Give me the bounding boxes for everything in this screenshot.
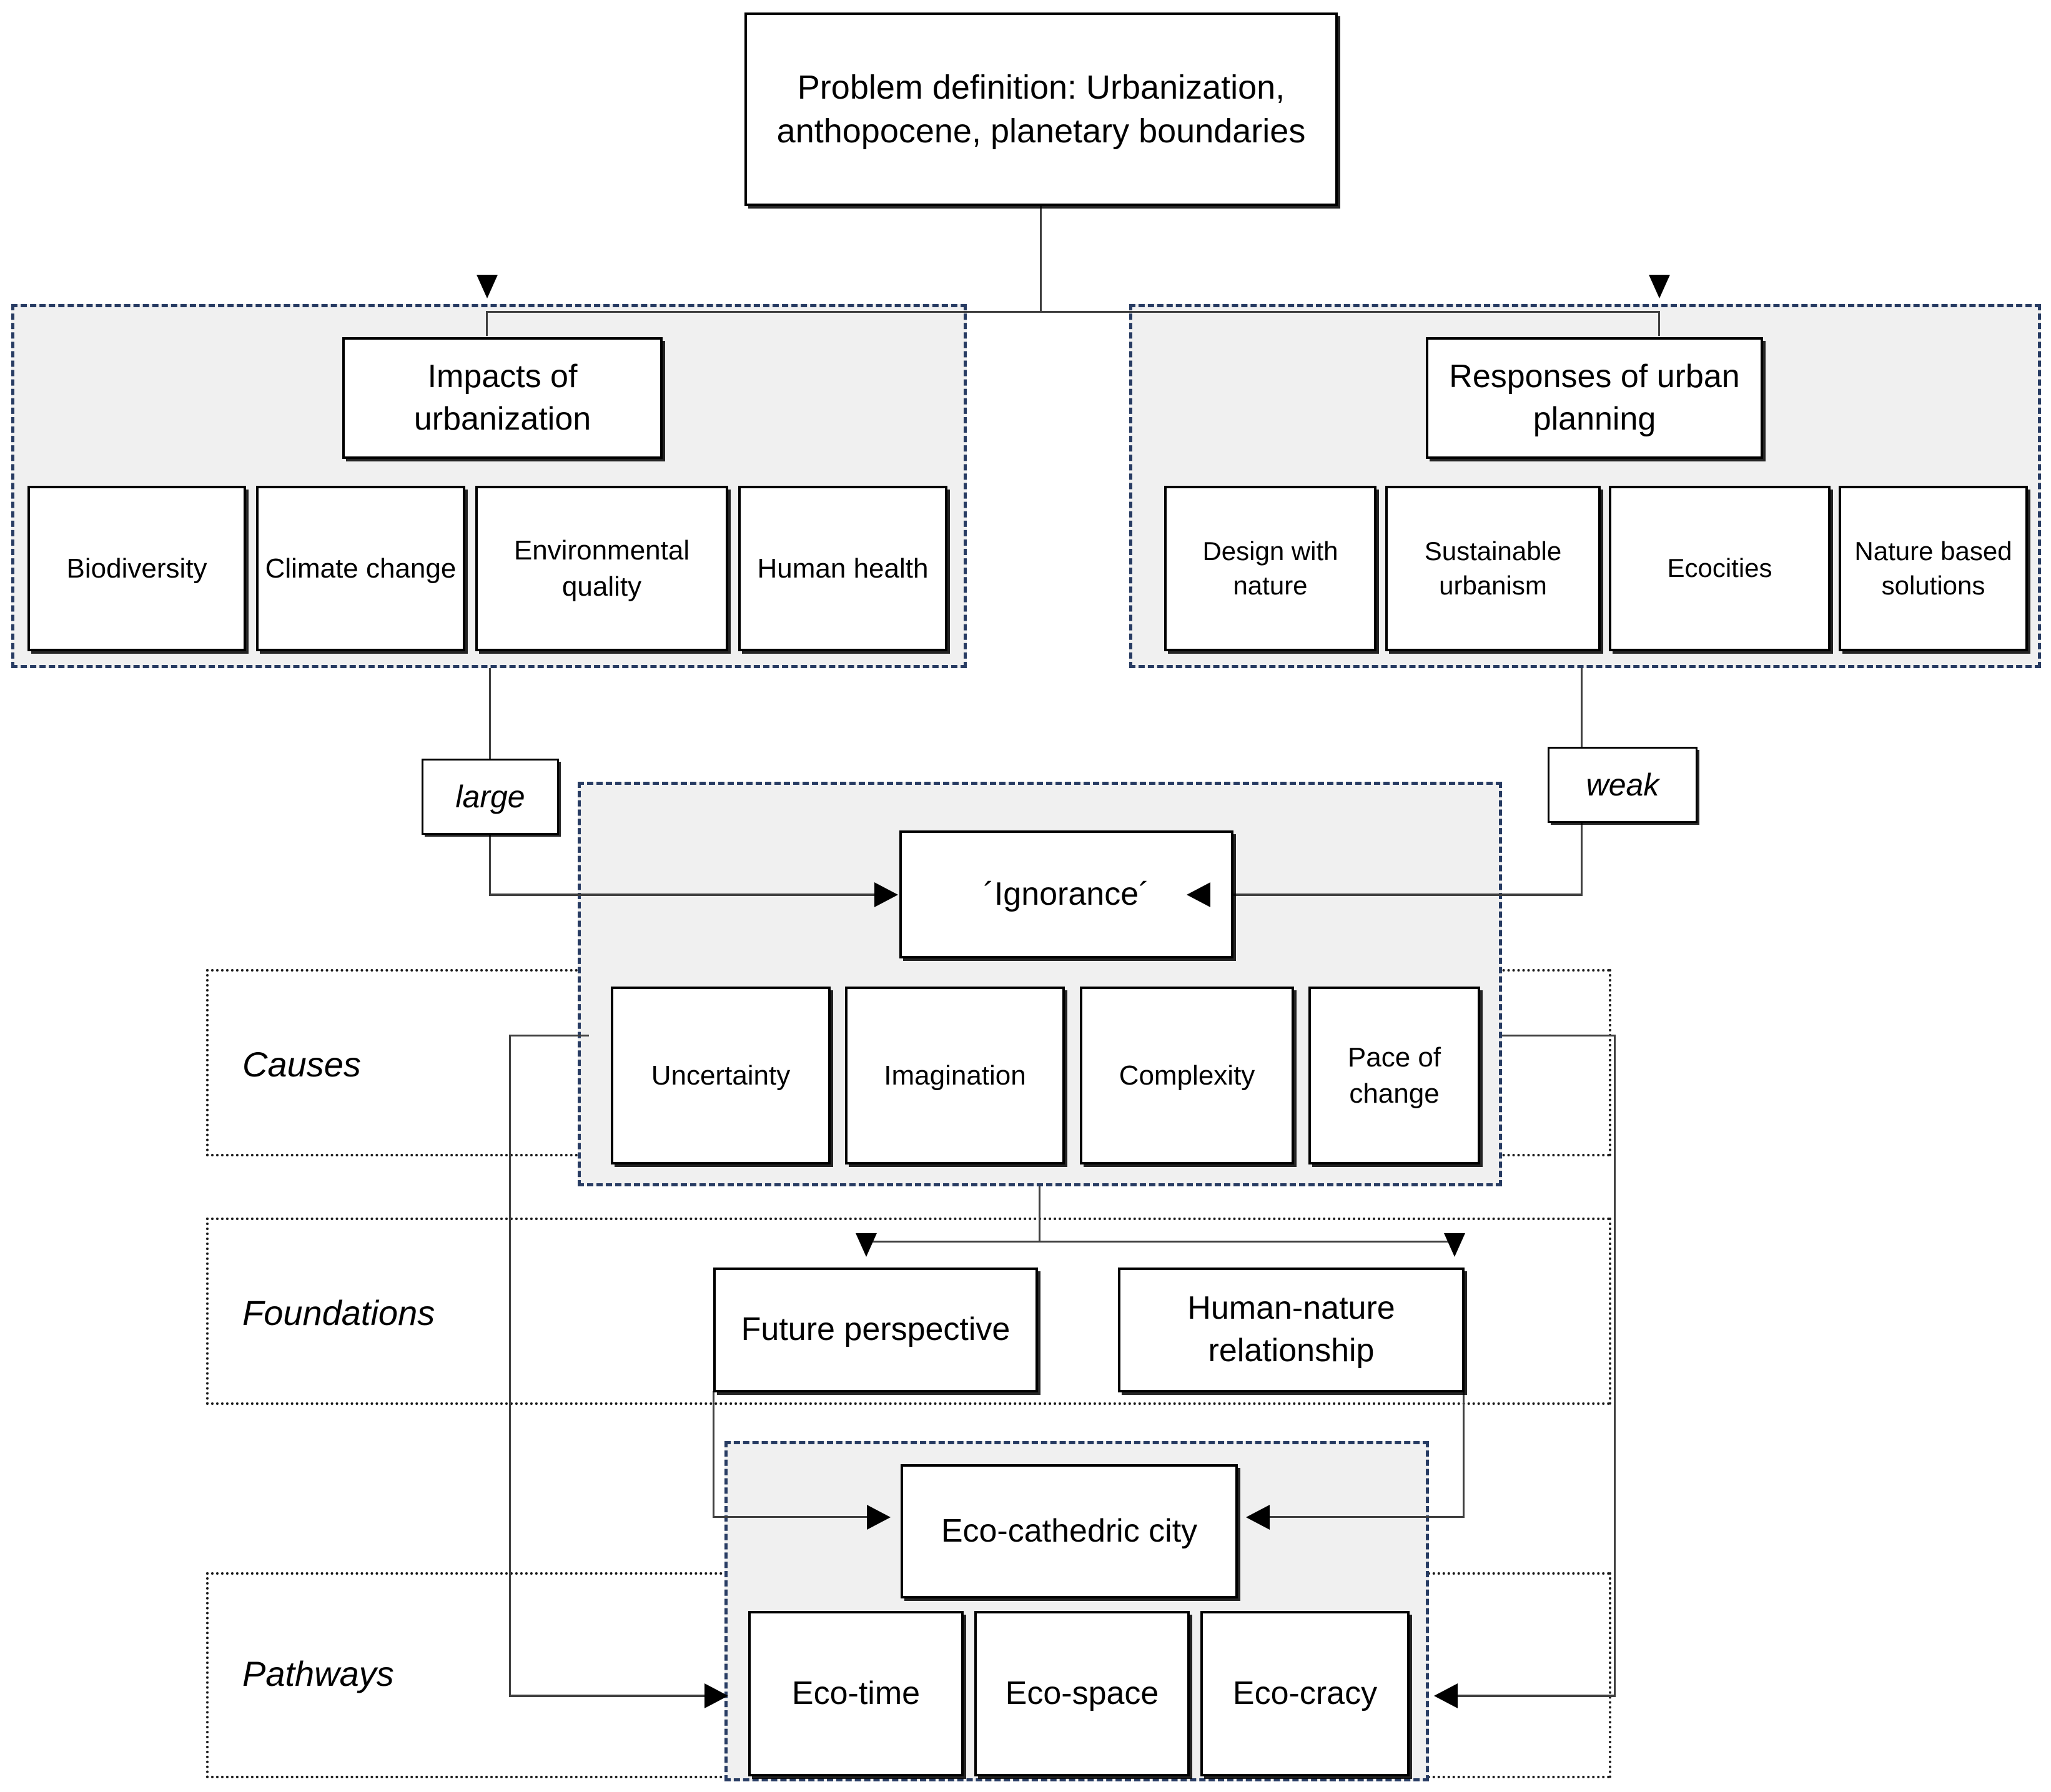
node-eco-space-label: Eco-space — [1005, 1675, 1159, 1711]
edge-label-large-text: large — [455, 779, 525, 814]
connector-weak-lower — [1581, 822, 1583, 895]
node-climate-change[interactable]: Climate change — [256, 486, 465, 651]
connector-weak-upper — [1581, 668, 1583, 761]
node-human-health-label: Human health — [757, 553, 929, 584]
arrowhead-future-into-ecc — [867, 1505, 891, 1530]
connector-foundations-bus — [865, 1241, 1455, 1243]
connector-humannature-to-ecc-vert — [1463, 1391, 1465, 1517]
connector-large-upper — [489, 668, 491, 761]
node-complexity-label: Complexity — [1119, 1060, 1255, 1091]
node-pace-of-change-label: Pace of change — [1347, 1042, 1441, 1109]
node-responses-of-urban-planning-label: Responses of urban planning — [1449, 358, 1740, 437]
connector-humannature-to-ecc-horiz — [1268, 1516, 1465, 1518]
node-sustainable-urbanism-label: Sustainable urbanism — [1424, 536, 1562, 600]
node-imagination-label: Imagination — [884, 1060, 1026, 1091]
connector-root-left-drop — [486, 311, 488, 336]
connector-core-stem — [1039, 1186, 1040, 1243]
arrowhead-humannature-into-ecc — [1246, 1505, 1270, 1530]
node-nature-based-solutions[interactable]: Nature based solutions — [1839, 486, 2028, 651]
node-environmental-quality-label: Environmental quality — [513, 535, 690, 602]
node-future-perspective-label: Future perspective — [741, 1311, 1011, 1348]
node-nature-based-solutions-label: Nature based solutions — [1854, 536, 2012, 600]
node-impacts-of-urbanization-label: Impacts of urbanization — [413, 358, 591, 437]
node-sustainable-urbanism[interactable]: Sustainable urbanism — [1385, 486, 1601, 651]
arrowhead-to-future-perspective — [856, 1233, 877, 1257]
lane-foundations — [206, 1218, 1611, 1405]
connector-left-loop-vert — [509, 1035, 511, 1696]
node-ignorance-label: ´Ignorance´ — [983, 875, 1150, 912]
lane-causes-label: Causes — [242, 1045, 361, 1084]
arrowhead-right-loop-into-eco-cracy — [1434, 1683, 1458, 1708]
connector-right-loop-vert — [1614, 1035, 1616, 1696]
node-eco-space[interactable]: Eco-space — [974, 1611, 1190, 1776]
node-design-with-nature[interactable]: Design with nature — [1164, 486, 1376, 651]
node-uncertainty[interactable]: Uncertainty — [611, 987, 831, 1164]
node-environmental-quality[interactable]: Environmental quality — [475, 486, 728, 651]
edge-label-weak-text: weak — [1586, 767, 1659, 802]
node-biodiversity-label: Biodiversity — [66, 553, 207, 584]
node-eco-cracy-label: Eco-cracy — [1232, 1675, 1378, 1711]
node-climate-change-label: Climate change — [265, 553, 457, 584]
node-responses-of-urban-planning[interactable]: Responses of urban planning — [1426, 337, 1763, 459]
arrowhead-to-human-nature-relationship — [1444, 1233, 1465, 1257]
node-future-perspective[interactable]: Future perspective — [713, 1268, 1038, 1392]
edge-label-large[interactable]: large — [422, 759, 559, 835]
connector-root-stem — [1040, 206, 1042, 312]
node-eco-cathedric-city-label: Eco-cathedric city — [941, 1512, 1198, 1549]
connector-left-loop-bottom — [509, 1695, 721, 1697]
connector-large-lower — [489, 833, 491, 895]
node-eco-time-label: Eco-time — [791, 1675, 921, 1711]
node-ecocities[interactable]: Ecocities — [1609, 486, 1831, 651]
node-eco-time[interactable]: Eco-time — [748, 1611, 964, 1776]
arrowhead-to-responses-panel — [1649, 275, 1670, 298]
connector-large-to-ignorance — [489, 894, 895, 896]
arrowhead-weak-into-ignorance — [1187, 882, 1210, 907]
node-ignorance[interactable]: ´Ignorance´ — [899, 830, 1233, 958]
connector-right-loop-bottom — [1457, 1695, 1616, 1697]
node-complexity[interactable]: Complexity — [1080, 987, 1294, 1164]
lane-pathways-label: Pathways — [242, 1654, 394, 1693]
node-pace-of-change[interactable]: Pace of change — [1308, 987, 1480, 1164]
connector-future-to-ecc-horiz — [713, 1516, 878, 1518]
connector-future-to-ecc-vert — [713, 1391, 714, 1517]
node-design-with-nature-label: Design with nature — [1202, 536, 1338, 600]
node-problem-definition-label: Problem definition: Urbanization, anthop… — [776, 68, 1306, 150]
node-human-nature-relationship[interactable]: Human-nature relationship — [1118, 1268, 1465, 1392]
connector-weak-to-ignorance — [1208, 894, 1583, 896]
node-problem-definition[interactable]: Problem definition: Urbanization, anthop… — [744, 12, 1338, 206]
edge-label-weak[interactable]: weak — [1548, 747, 1698, 823]
node-biodiversity[interactable]: Biodiversity — [27, 486, 246, 651]
arrowhead-left-loop-into-eco-time — [704, 1683, 728, 1708]
lane-foundations-label: Foundations — [242, 1293, 435, 1332]
connector-root-bus — [486, 311, 1660, 313]
node-impacts-of-urbanization[interactable]: Impacts of urbanization — [342, 337, 663, 459]
node-ecocities-label: Ecocities — [1667, 553, 1772, 583]
connector-root-right-drop — [1658, 311, 1660, 336]
node-uncertainty-label: Uncertainty — [651, 1060, 791, 1091]
node-human-health[interactable]: Human health — [738, 486, 947, 651]
node-imagination[interactable]: Imagination — [845, 987, 1065, 1164]
node-eco-cracy[interactable]: Eco-cracy — [1200, 1611, 1410, 1776]
connector-left-loop-top — [509, 1035, 589, 1036]
arrowhead-to-impacts-panel — [477, 275, 498, 298]
node-human-nature-relationship-label: Human-nature relationship — [1187, 1290, 1395, 1369]
node-eco-cathedric-city[interactable]: Eco-cathedric city — [901, 1464, 1238, 1598]
arrowhead-large-into-ignorance — [874, 882, 898, 907]
connector-right-loop-top — [1502, 1035, 1616, 1036]
